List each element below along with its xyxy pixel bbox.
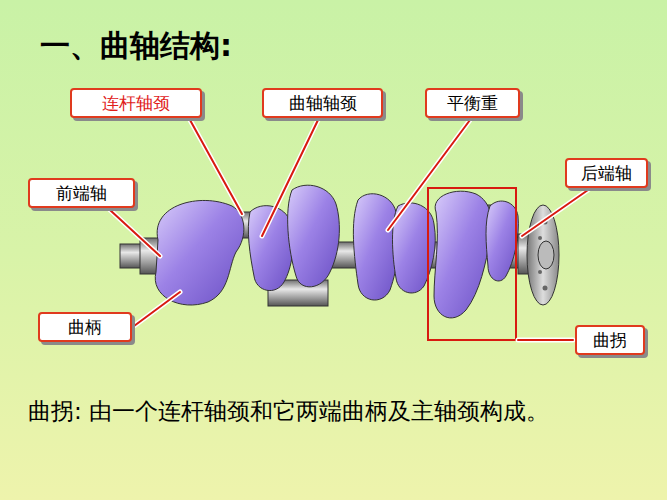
callout-label: 曲柄 <box>68 316 102 339</box>
caption: 曲拐: 由一个连杆轴颈和它两端曲柄及主轴颈构成。 <box>28 396 549 427</box>
callout-label: 曲轴轴颈 <box>289 92 357 115</box>
callout-label: 连杆轴颈 <box>102 92 170 115</box>
title: 一、曲轴结构: <box>40 26 232 67</box>
callout-label: 前端轴 <box>56 182 107 205</box>
callout-label: 曲拐 <box>593 329 627 352</box>
callout-box: 平衡重 <box>425 88 520 118</box>
callout-box: 曲柄 <box>38 312 132 342</box>
callout-label: 平衡重 <box>447 92 498 115</box>
callout-box: 后端轴 <box>565 158 648 188</box>
callout-box: 前端轴 <box>28 178 135 208</box>
callout-box: 曲轴轴颈 <box>262 88 383 118</box>
callout-box: 连杆轴颈 <box>70 88 202 118</box>
callout-label: 后端轴 <box>581 162 632 185</box>
callout-box: 曲拐 <box>575 325 645 355</box>
